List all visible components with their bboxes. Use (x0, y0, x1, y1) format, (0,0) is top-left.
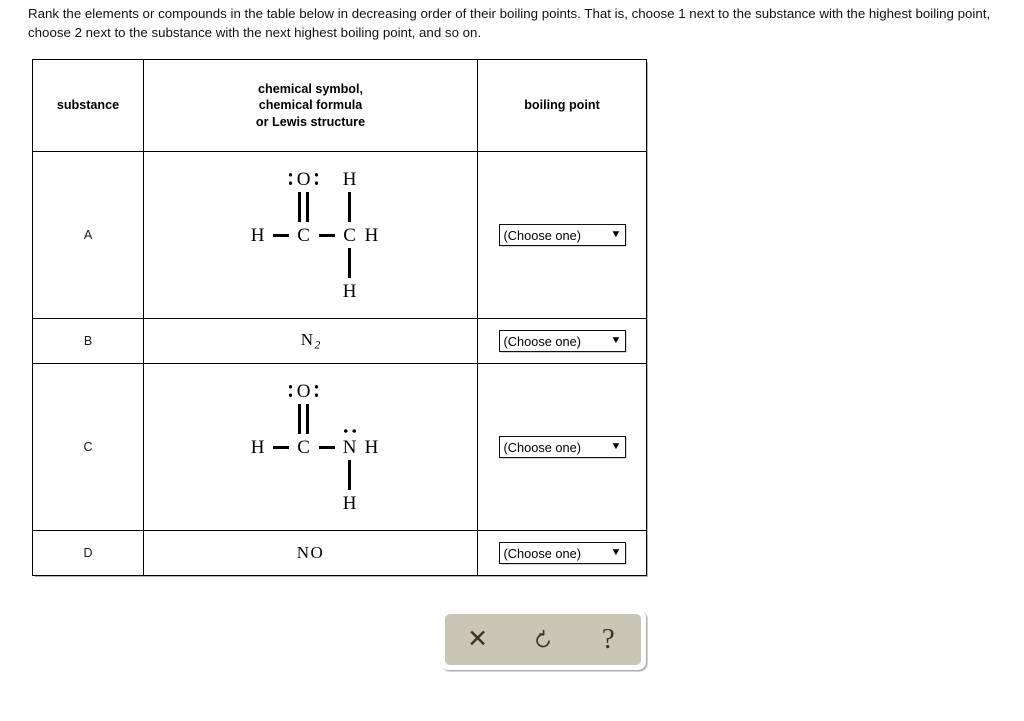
chevron-down-icon: ▼ (609, 441, 622, 452)
select-value-a: (Choose one) (503, 227, 582, 243)
formula-subscript-b: 2 (314, 338, 321, 352)
boiling-point-cell-d: (Choose one) ▼ (477, 530, 647, 576)
boiling-point-select-b[interactable]: (Choose one) ▼ (498, 330, 626, 352)
formula-cell-d: NO (143, 530, 478, 576)
single-bond-vertical-bottom (348, 460, 352, 490)
select-value-d: (Choose one) (503, 545, 582, 561)
atom-carbon-1: C (297, 224, 310, 246)
double-bond-vertical (298, 404, 310, 434)
table-header-row: substance chemical symbol, chemical form… (32, 59, 647, 152)
boiling-point-cell-c: (Choose one) ▼ (477, 363, 647, 531)
single-bond-vertical-bottom (348, 248, 352, 278)
help-button[interactable]: ? (585, 620, 631, 660)
single-bond-horizontal-1 (272, 445, 289, 449)
formula-cell-b: N2 (143, 318, 478, 364)
formula-cell-c: O H C N H H (143, 363, 478, 531)
header-substance: substance (32, 59, 144, 152)
formula-main-b: N (300, 330, 315, 350)
table-row: A O H H C C (32, 151, 647, 319)
header-formula-line3: or Lewis structure (255, 114, 366, 129)
reset-button[interactable] (520, 620, 566, 660)
header-formula-line2: chemical formula (258, 98, 363, 113)
undo-reset-icon (536, 629, 550, 647)
atom-hydrogen-top: H (342, 168, 357, 190)
chevron-down-icon: ▼ (609, 229, 622, 240)
clear-button[interactable]: ✕ (455, 620, 501, 660)
atom-carbon-1: C (297, 436, 310, 458)
table-row: C O H C N H (32, 363, 647, 531)
boiling-point-cell-a: (Choose one) ▼ (477, 151, 647, 319)
atom-hydrogen-right: H (364, 224, 379, 246)
atom-carbon-2: C (343, 224, 356, 246)
header-formula-line1: chemical symbol, (258, 81, 363, 96)
table-row: B N2 (Choose one) ▼ (32, 318, 647, 364)
header-formula: chemical symbol, chemical formula or Lew… (143, 59, 478, 152)
acetaldehyde-lewis-structure: O H H C C H H (243, 166, 379, 304)
toolbar-panel: ✕ ? (445, 614, 641, 665)
atom-oxygen: O (296, 168, 311, 190)
atom-hydrogen-left: H (250, 436, 265, 458)
chevron-down-icon: ▼ (609, 547, 622, 558)
header-boiling-point: boiling point (477, 59, 647, 152)
ranking-table: substance chemical symbol, chemical form… (32, 59, 647, 576)
answer-toolbar: ✕ ? (440, 609, 646, 670)
boiling-point-cell-b: (Choose one) ▼ (477, 318, 647, 364)
single-bond-vertical-top (348, 192, 352, 222)
table-row: D NO (Choose one) ▼ (32, 530, 647, 576)
substance-label-a: A (32, 151, 144, 319)
question-prompt: Rank the elements or compounds in the ta… (28, 6, 991, 40)
substance-label-d: D (32, 530, 144, 576)
select-value-b: (Choose one) (503, 333, 582, 349)
select-value-c: (Choose one) (503, 439, 582, 455)
double-bond-vertical (298, 192, 310, 222)
boiling-point-select-a[interactable]: (Choose one) ▼ (498, 224, 626, 246)
single-bond-horizontal-2 (318, 445, 335, 449)
substance-label-c: C (32, 363, 144, 531)
formula-cell-a: O H H C C H H (143, 151, 478, 319)
formamide-lewis-structure: O H C N H H (243, 378, 379, 516)
single-bond-horizontal-1 (272, 233, 289, 237)
substance-label-b: B (32, 318, 144, 364)
atom-nitrogen: N (342, 436, 357, 458)
boiling-point-select-d[interactable]: (Choose one) ▼ (498, 542, 626, 564)
nitric-oxide-formula: NO (296, 543, 325, 562)
atom-oxygen: O (296, 380, 311, 402)
atom-hydrogen-bottom: H (342, 492, 357, 514)
chevron-down-icon: ▼ (609, 335, 622, 346)
atom-hydrogen-bottom: H (342, 280, 357, 302)
close-icon: ✕ (467, 625, 489, 653)
atom-hydrogen-right: H (364, 436, 379, 458)
atom-hydrogen-left: H (250, 224, 265, 246)
question-mark-icon: ? (601, 623, 615, 655)
nitrogen-formula: N2 (300, 330, 321, 352)
boiling-point-select-c[interactable]: (Choose one) ▼ (498, 436, 626, 458)
single-bond-horizontal-2 (318, 233, 335, 237)
